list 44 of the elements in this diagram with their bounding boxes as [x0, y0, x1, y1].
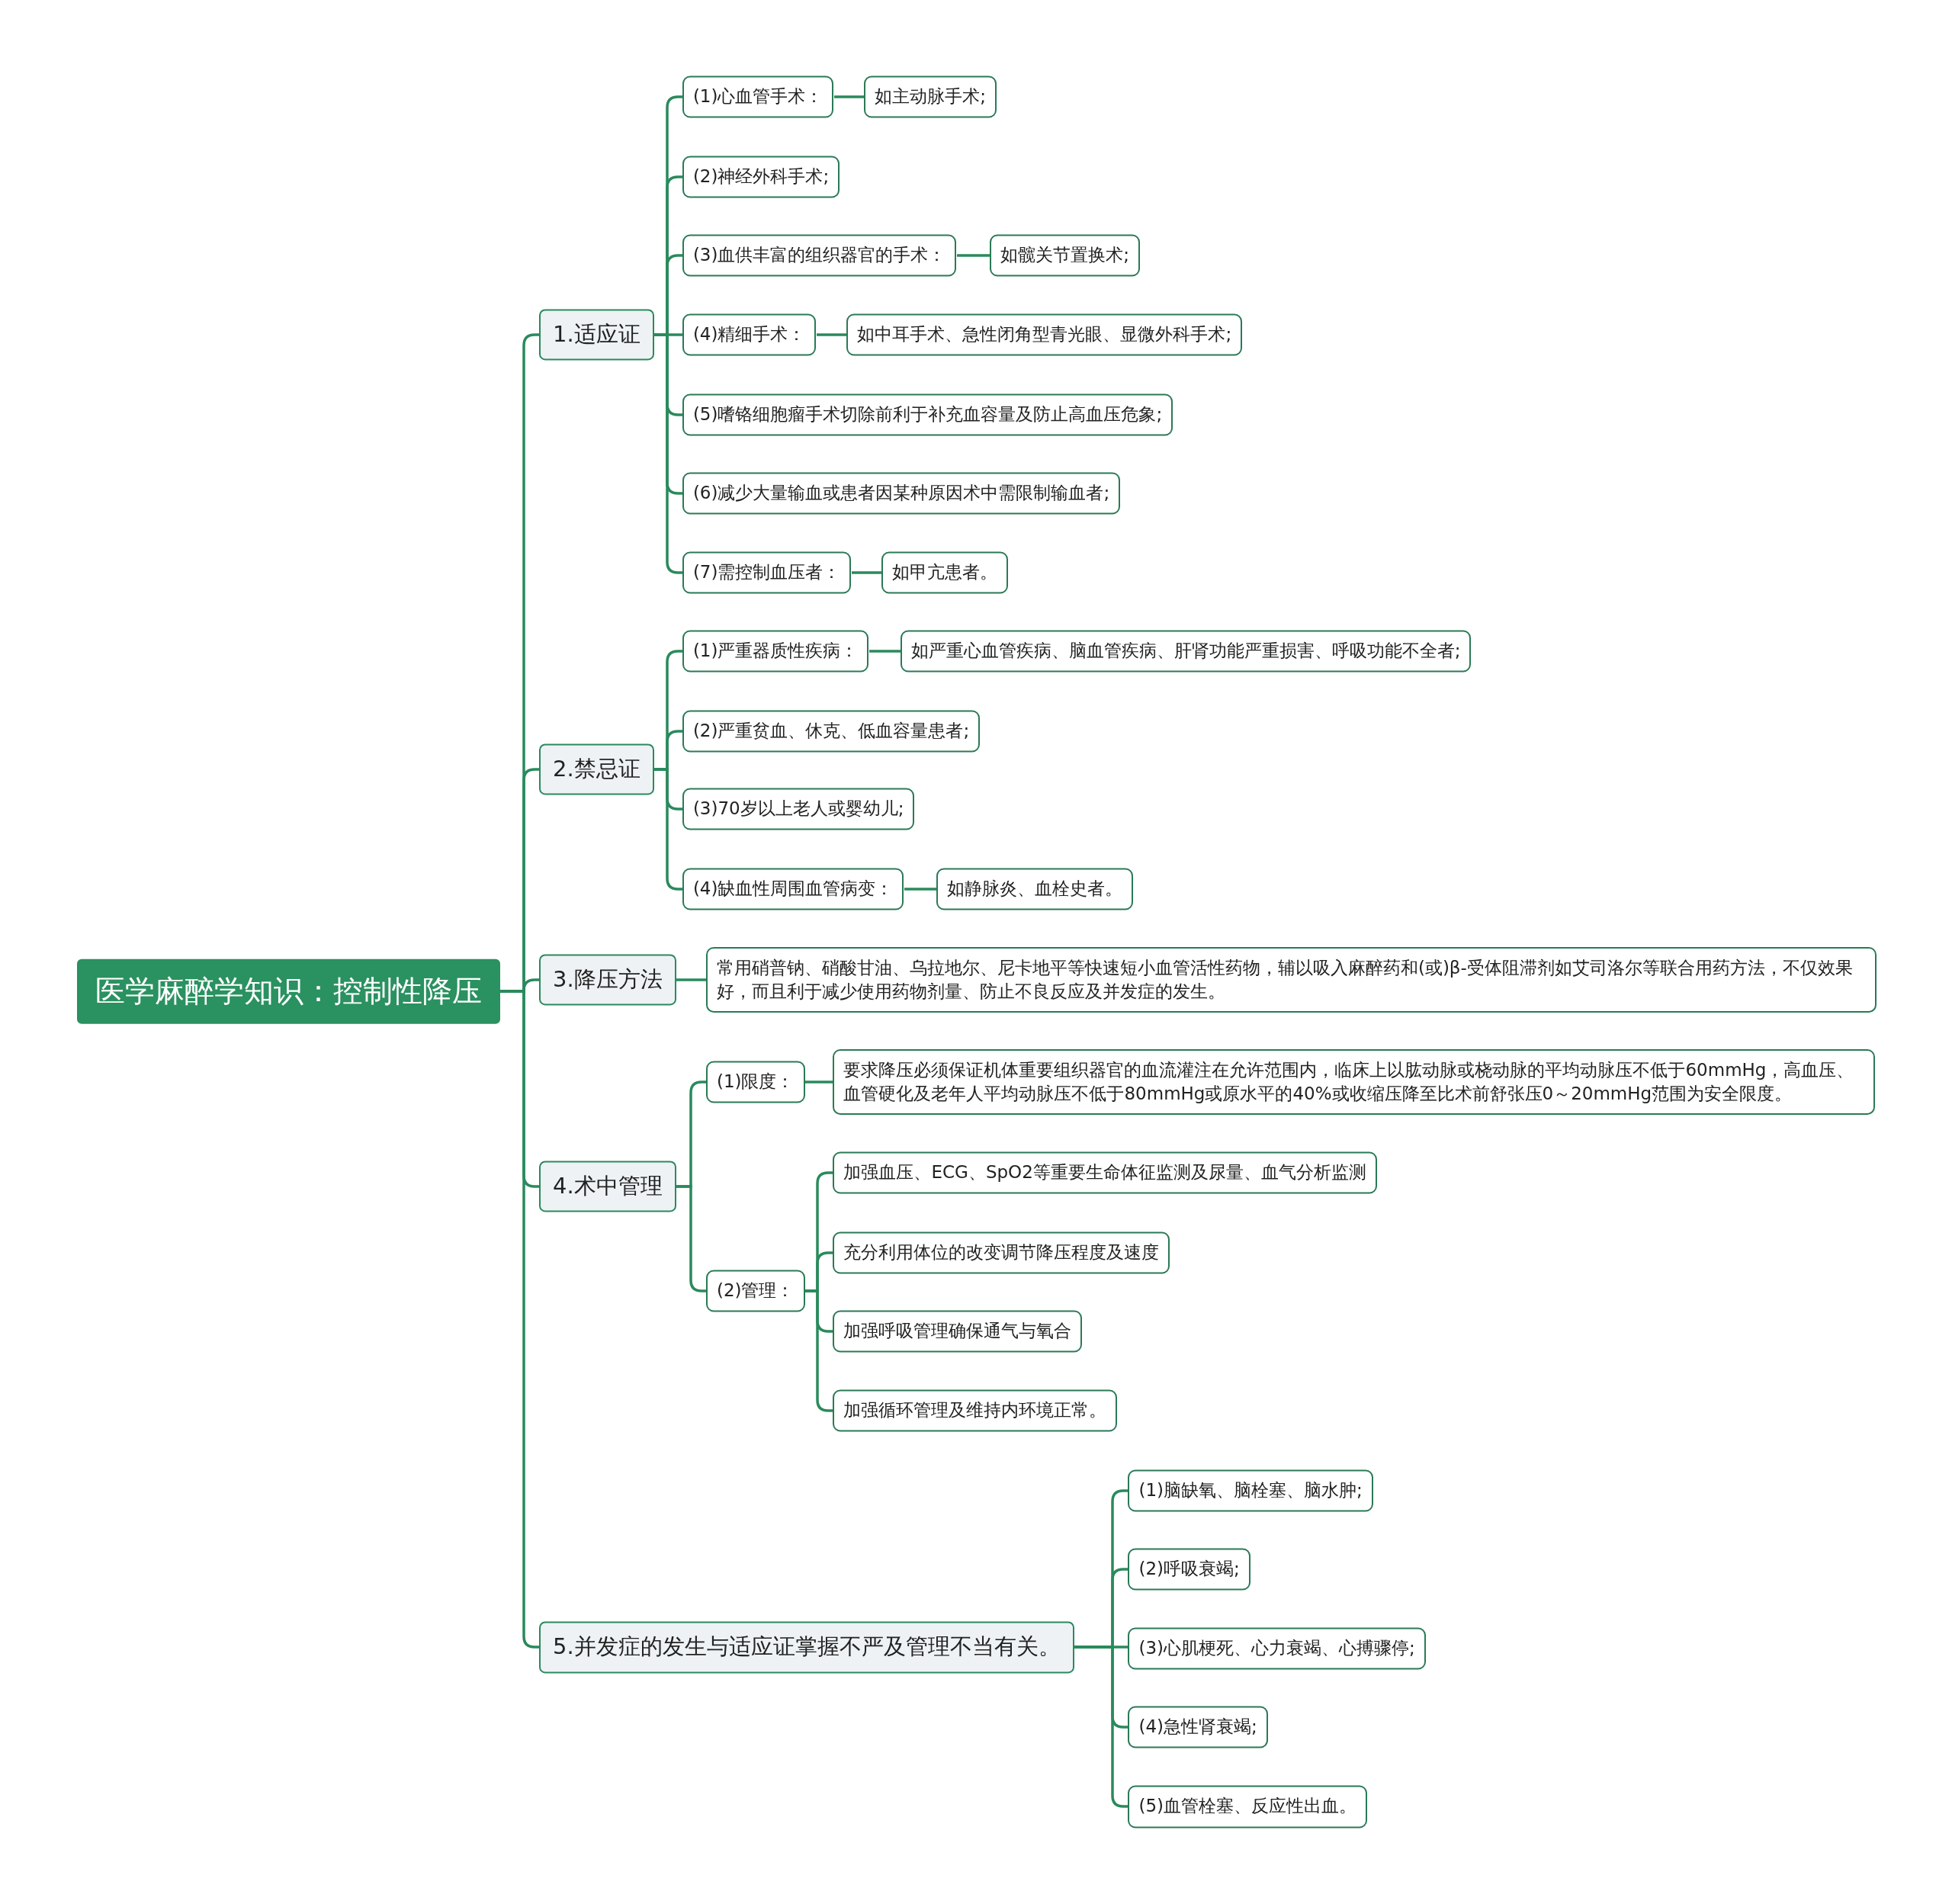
subtopic-box: (6)减少大量输血或患者因某种原因术中需限制输血者; — [682, 472, 1121, 515]
subtopic-box: (2)神经外科手术; — [682, 156, 840, 198]
subtopic-box: (1)脑缺氧、脑栓塞、脑水肿; — [1128, 1469, 1373, 1512]
connector-line — [817, 333, 846, 336]
connector-line — [904, 888, 936, 891]
subtopic-box: 要求降压必须保证机体重要组织器官的血流灌注在允许范围内，临床上以肱动脉或桡动脉的平均动脉压不低于60mmHg，高血压、血管硬化及老年人平均动脉压不低于80mmHg或原水平的40%或收缩压降至比术前舒张压0～20mmHg范围为安全限度。 — [833, 1049, 1876, 1116]
subtopic-box: 如主动脉手术; — [864, 75, 997, 118]
subtopic-box: 常用硝普钠、硝酸甘油、乌拉地尔、尼卡地平等快速短小血管活性药物，辅以吸入麻醉药和(或)β-受体阻滞剂如艾司洛尔等联合用药方法，不仅效果好，而且利于减少使用药物剂量、防止不良反应及并发症的发生。 — [705, 947, 1877, 1013]
connector-line — [852, 571, 881, 574]
subtopic-box: (1)严重器质性疾病： — [682, 630, 869, 673]
subtopic-box: (4)急性肾衰竭; — [1128, 1706, 1268, 1748]
subtopic-box: 如中耳手术、急性闭角型青光眼、显微外科手术; — [846, 313, 1243, 356]
subtopic-box: (4)缺血性周围血管病变： — [682, 868, 904, 910]
subtopic-box: 如髋关节置换术; — [990, 234, 1140, 277]
subtopic-box: (5)血管栓塞、反应性出血。 — [1128, 1785, 1368, 1828]
subtopic-box: (1)限度： — [705, 1061, 805, 1103]
subtopic-box: 加强血压、ECG、SpO2等重要生命体征监测及尿量、血气分析监测 — [833, 1151, 1377, 1194]
central-topic: 医学麻醉学知识：控制性降压 — [77, 958, 501, 1024]
connector-line — [957, 254, 990, 257]
subtopic-box: (2)管理： — [705, 1270, 805, 1312]
subtopic-box: (2)呼吸衰竭; — [1128, 1548, 1250, 1591]
subtopic-box: (5)嗜铬细胞瘤手术切除前利于补充血容量及防止高血压危象; — [682, 393, 1173, 436]
subtopic-box: 如严重心血管疾病、脑血管疾病、肝肾功能严重损害、呼吸功能不全者; — [900, 630, 1472, 673]
subtopic-box: (1)心血管手术： — [682, 75, 834, 118]
topic-box: 2.禁忌证 — [539, 743, 654, 795]
subtopic-box: 充分利用体位的改变调节降压程度及速度 — [833, 1231, 1170, 1274]
subtopic-box: 加强呼吸管理确保通气与氧合 — [833, 1310, 1083, 1353]
subtopic-box: (7)需控制血压者： — [682, 551, 852, 594]
subtopic-box: 如静脉炎、血栓史者。 — [936, 868, 1133, 910]
subtopic-box: (3)血供丰富的组织器官的手术： — [682, 234, 957, 277]
topic-box: 1.适应证 — [539, 309, 654, 361]
connector-line — [869, 650, 901, 653]
subtopic-box: (2)严重贫血、休克、低血容量患者; — [682, 710, 981, 753]
subtopic-box: 如甲亢患者。 — [881, 551, 1009, 594]
topic-box: 3.降压方法 — [539, 954, 676, 1006]
subtopic-box: (3)心肌梗死、心力衰竭、心搏骤停; — [1128, 1627, 1426, 1670]
subtopic-box: (4)精细手术： — [682, 313, 817, 356]
topic-box: 5.并发症的发生与适应证掌握不严及管理不当有关。 — [539, 1621, 1074, 1673]
connector-line — [805, 1080, 833, 1084]
topic-box: 4.术中管理 — [539, 1161, 676, 1212]
subtopic-box: 加强循环管理及维持内环境正常。 — [833, 1389, 1118, 1432]
subtopic-box: (3)70岁以上老人或婴幼儿; — [682, 788, 915, 830]
connector-line — [676, 978, 706, 981]
connector-line — [834, 95, 864, 98]
